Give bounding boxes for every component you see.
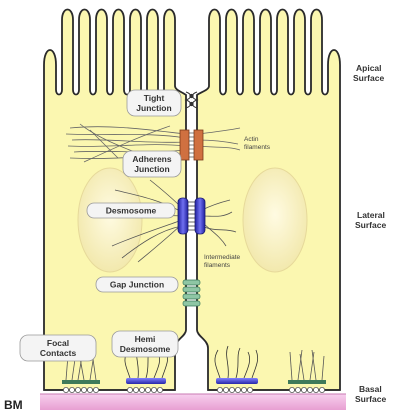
svg-text:Tight: Tight <box>144 93 165 103</box>
tight-junction <box>186 92 197 108</box>
desmosome <box>178 198 205 234</box>
intermediate-filaments-text-2: filaments <box>204 262 231 269</box>
adherens-junction-label: Adherens Junction <box>123 151 181 177</box>
svg-text:Junction: Junction <box>136 103 171 113</box>
gap-junction-label: Gap Junction <box>96 277 178 292</box>
svg-text:Adherens: Adherens <box>132 154 171 164</box>
svg-text:Junction: Junction <box>134 164 169 174</box>
actin-filaments-text-1: Actin <box>244 136 259 143</box>
basal-surface-label-1: Basal <box>359 384 382 394</box>
basal-surface-label-2: Surface <box>355 394 386 404</box>
adherens-junction <box>180 130 203 160</box>
focal-contacts-label: Focal Contacts <box>20 335 96 361</box>
apical-surface-label-2: Surface <box>353 73 384 83</box>
svg-text:Hemi: Hemi <box>135 334 156 344</box>
svg-text:Desmosome: Desmosome <box>106 206 157 216</box>
intermediate-filaments-text-1: Intermediate <box>204 254 241 261</box>
tight-junction-label: Tight Junction <box>127 90 181 116</box>
svg-text:Gap Junction: Gap Junction <box>110 280 164 290</box>
basement-membrane <box>40 394 346 410</box>
apical-surface-label-1: Apical <box>356 63 382 73</box>
bm-label: BM <box>4 398 23 412</box>
hemi-desmosome-label: Hemi Desmosome <box>112 331 178 357</box>
left-nucleus <box>78 168 142 272</box>
svg-text:Contacts: Contacts <box>40 348 77 358</box>
desmosome-label: Desmosome <box>87 203 175 218</box>
actin-filaments-text-2: filaments <box>244 144 271 151</box>
svg-text:Desmosome: Desmosome <box>120 344 171 354</box>
right-nucleus <box>243 168 307 272</box>
svg-text:Focal: Focal <box>47 338 69 348</box>
lateral-surface-label-1: Lateral <box>357 210 385 220</box>
lateral-surface-label-2: Surface <box>355 220 386 230</box>
